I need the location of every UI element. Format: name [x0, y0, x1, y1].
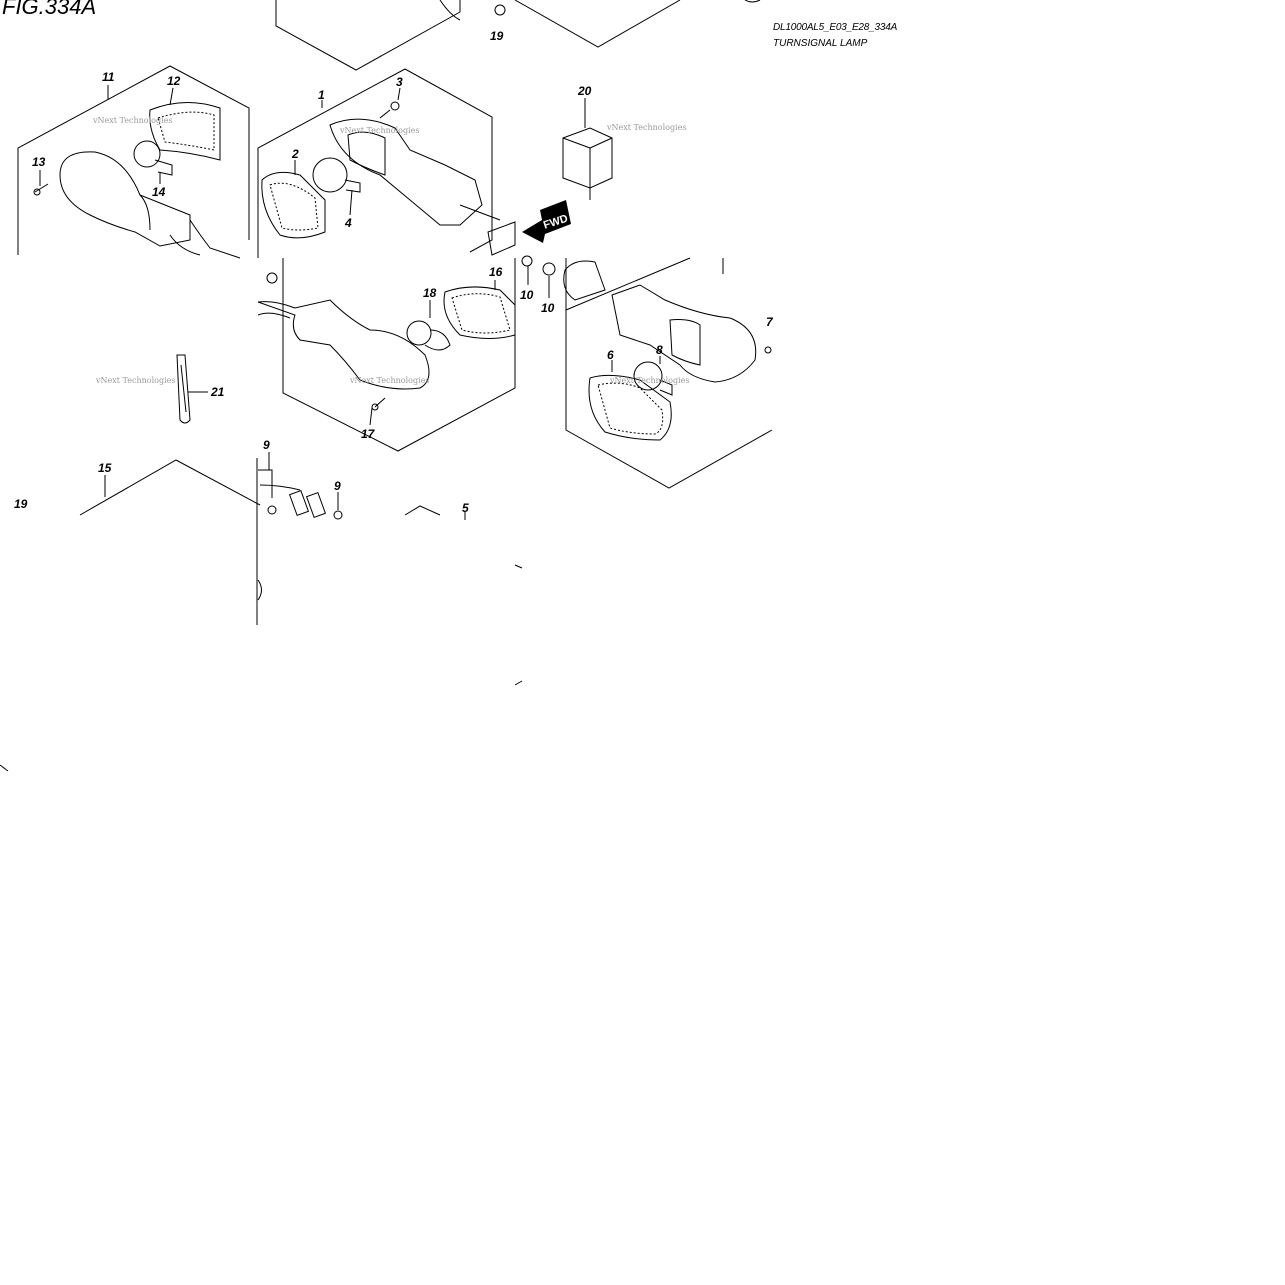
callout-9a: 9 — [263, 438, 270, 452]
relay-body — [562, 127, 613, 200]
callout-7: 7 — [766, 315, 774, 329]
callout-19a: 19 — [490, 29, 504, 43]
callout-8: 8 — [656, 343, 663, 357]
watermark-text: vNext Technologies — [95, 376, 175, 385]
left-lamp-body — [33, 101, 241, 259]
callout-4: 4 — [344, 216, 352, 230]
callout-1: 1 — [318, 88, 325, 102]
callout-16: 16 — [489, 265, 503, 279]
callout-17: 17 — [361, 427, 376, 441]
watermark-text: vNext Technologies — [339, 126, 419, 135]
figure-number: FIG.334A — [2, 0, 97, 19]
callout-18: 18 — [423, 286, 437, 300]
watermark-text: vNext Technologies — [349, 376, 429, 385]
callout-5: 5 — [462, 501, 469, 515]
callout-6: 6 — [607, 348, 614, 362]
center-lamp-body — [261, 101, 516, 256]
callout-21: 21 — [210, 385, 225, 399]
watermark-text: vNext Technologies — [606, 123, 686, 132]
callout-3: 3 — [396, 75, 403, 89]
leader-lines — [39, 85, 661, 520]
callout-13: 13 — [32, 155, 46, 169]
panel-top-left — [275, 0, 461, 71]
fwd-arrow: FWD — [522, 200, 571, 243]
lower-lamp-body — [257, 272, 516, 411]
panel-lamp-center — [257, 68, 493, 258]
watermark-text: vNext Technologies — [92, 116, 172, 125]
callout-9b: 9 — [334, 479, 341, 493]
wiring-harness — [257, 4, 506, 601]
callout-20: 20 — [577, 84, 592, 98]
callout-2: 2 — [291, 147, 299, 161]
callout-10b: 10 — [541, 301, 555, 315]
diagram-code: DL1000AL5_E03_E28_334A — [773, 22, 898, 33]
panel-lamp-lower — [282, 258, 516, 452]
right-lamp-body — [521, 255, 772, 441]
band-part — [176, 354, 191, 424]
panel-lamp-left — [17, 65, 250, 255]
watermark-text: vNext Technologies — [609, 376, 689, 385]
watermarks: vNext Technologies vNext Technologies vN… — [92, 116, 689, 385]
diagram-title: TURNSIGNAL LAMP — [773, 38, 868, 49]
callout-12: 12 — [167, 74, 181, 88]
callouts: 1 2 3 4 5 6 7 8 9 9 10 10 11 12 13 14 15… — [14, 29, 774, 515]
callout-19b: 19 — [14, 497, 28, 511]
panel-top-right — [514, 0, 681, 48]
panel-15 — [79, 459, 261, 516]
callout-10a: 10 — [520, 288, 534, 302]
callout-11: 11 — [102, 70, 115, 84]
callout-14: 14 — [152, 185, 166, 199]
callout-15: 15 — [98, 461, 112, 475]
panel-lamp-right — [565, 258, 773, 489]
